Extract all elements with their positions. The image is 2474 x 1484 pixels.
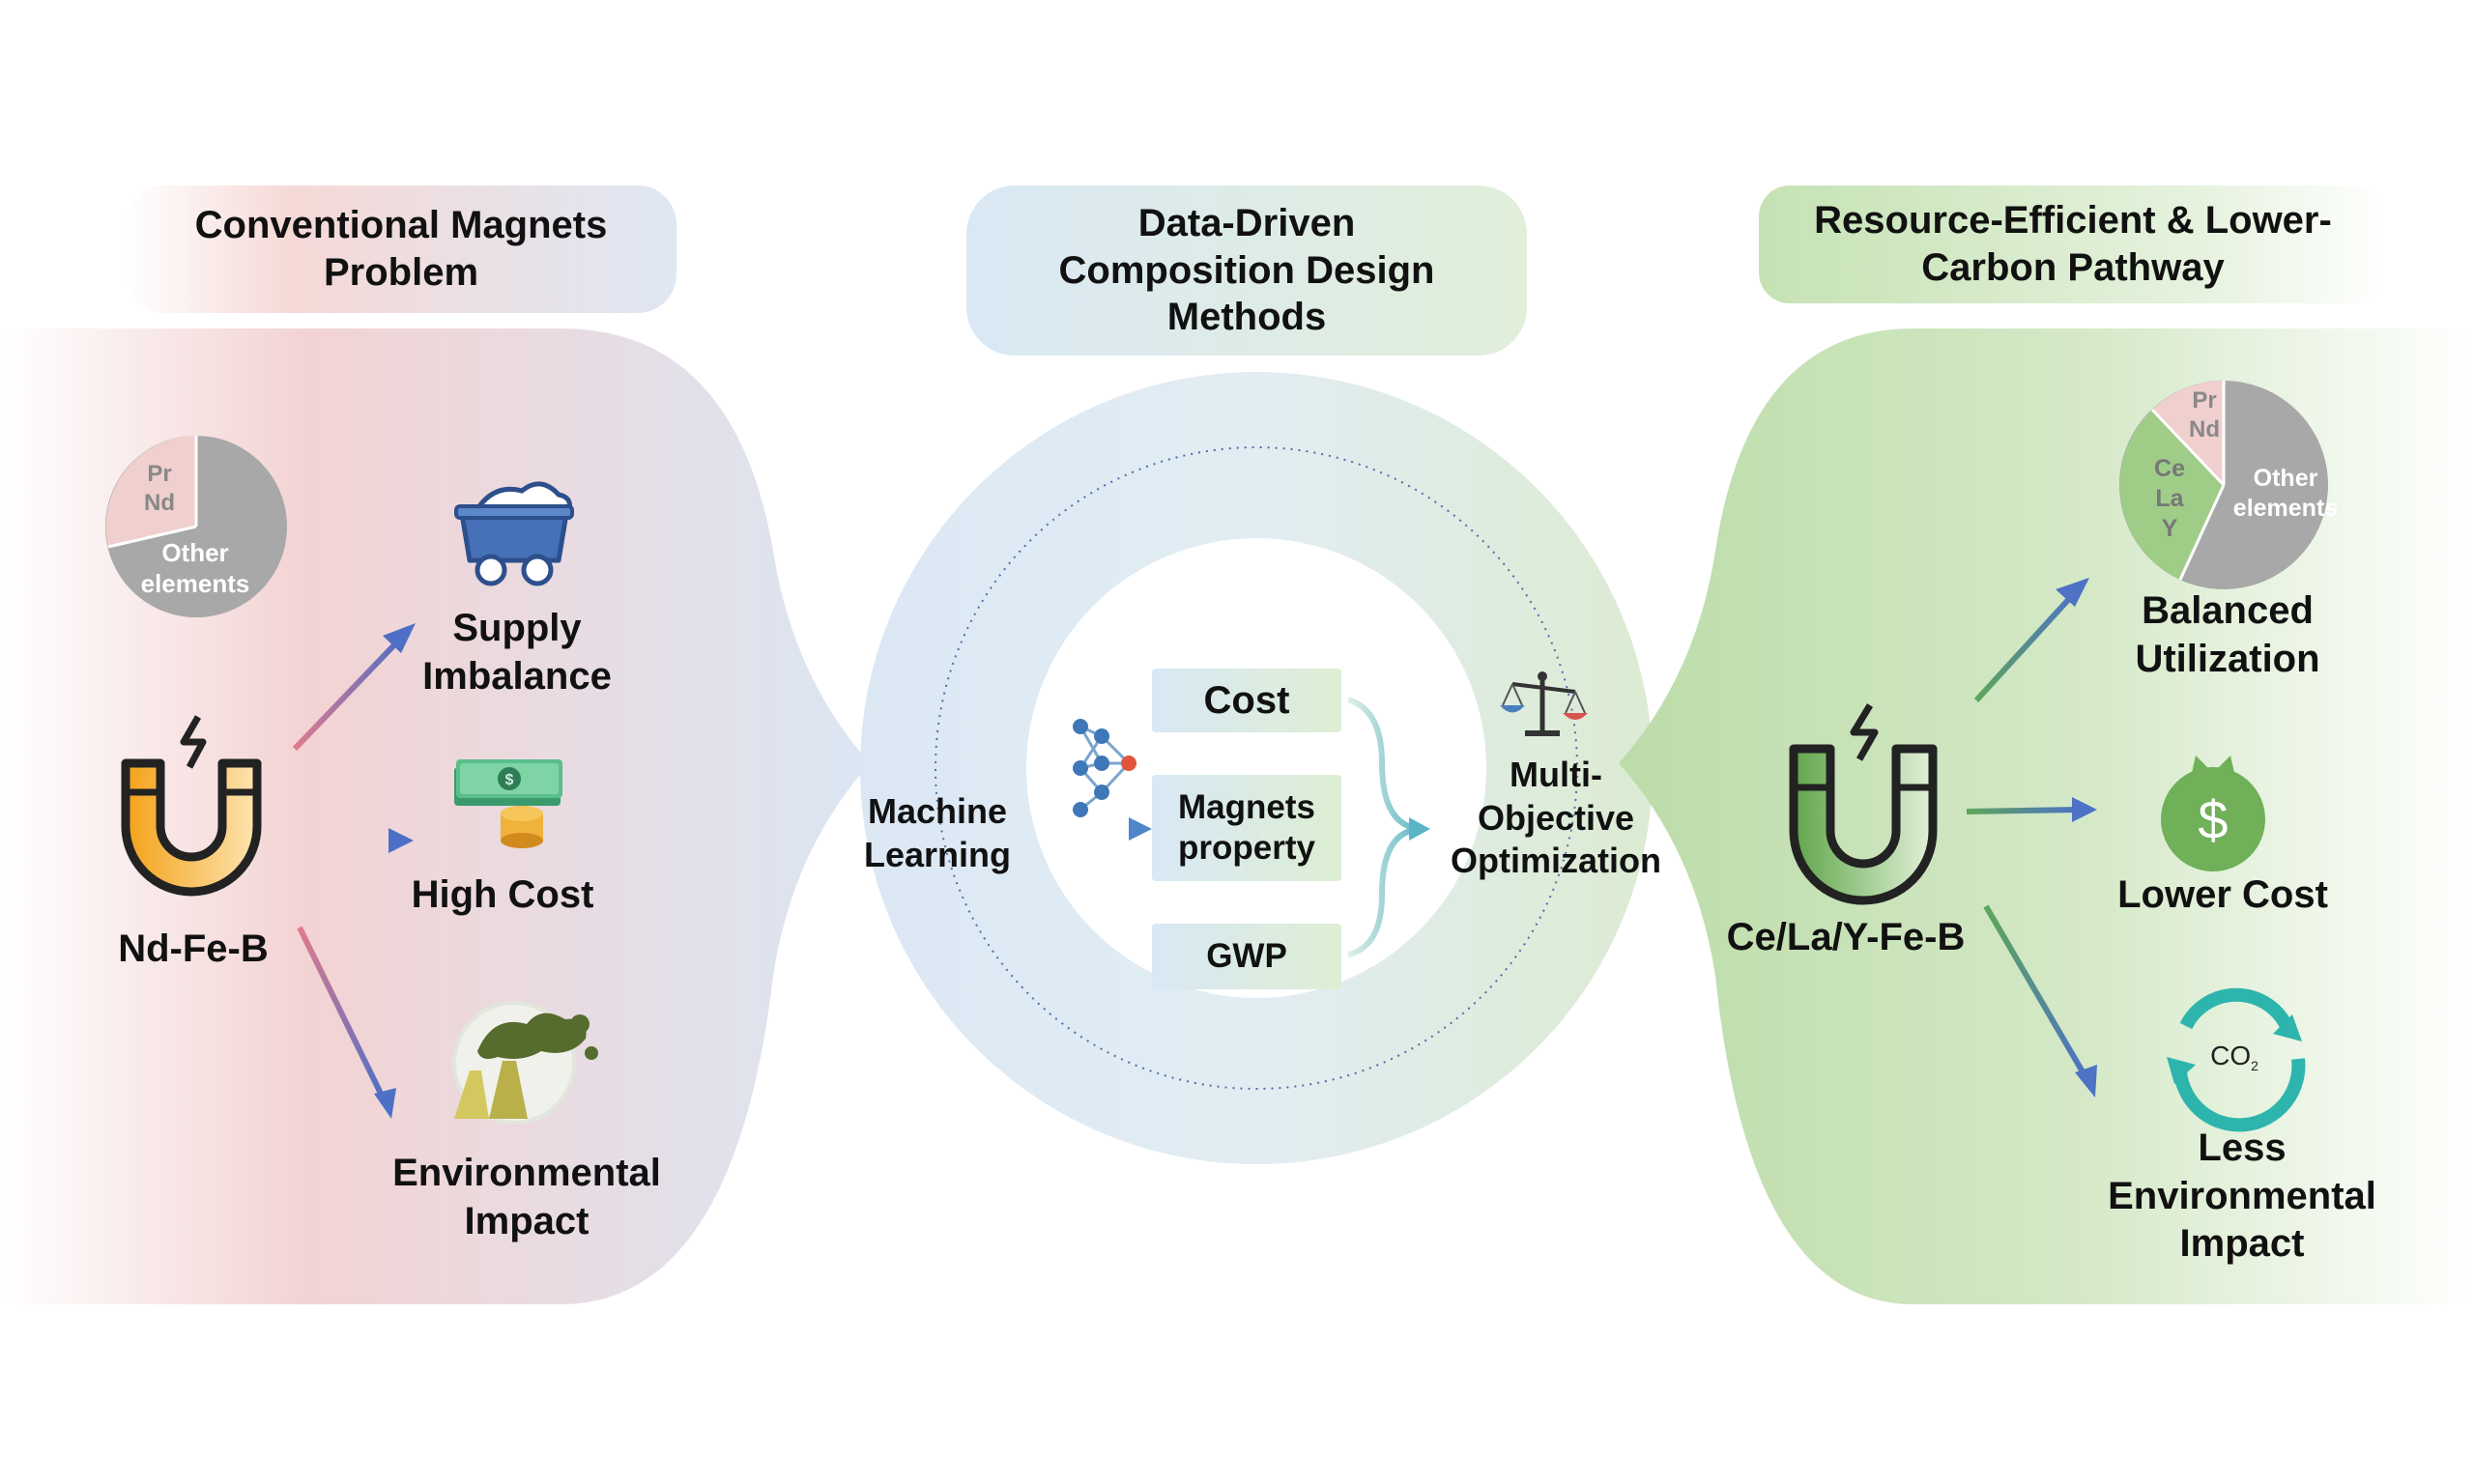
left-pie-prnd-slice (105, 436, 196, 547)
nd-lightning-icon (180, 715, 207, 769)
neural-network-icon (1073, 719, 1136, 817)
celay-lightning-icon (1850, 703, 1879, 761)
supply-imbalance-label: Supply Imbalance (422, 607, 612, 698)
center-header-bg (966, 186, 1527, 356)
svg-text:CO2: CO2 (2210, 1041, 2258, 1073)
ce-la-y-fe-b-label: Ce/La/Y-Fe-B (1726, 916, 1966, 958)
center-dotted-ring (935, 446, 1578, 1090)
mine-cart-icon (454, 481, 574, 586)
right-pie-other-label: Other elements (2232, 465, 2339, 522)
objective-gwp-box: GWP (1152, 924, 1341, 989)
objective-cost-box: Cost (1152, 669, 1341, 732)
multi-objective-optimization-label: Multi- Objective Optimization (1451, 755, 1661, 881)
objective-property-box: Magnets property (1152, 775, 1341, 881)
left-pie-chart (105, 436, 287, 617)
money-bag-dollar: $ (2198, 789, 2228, 850)
less-environmental-impact-label: Less Environmental Impact (2108, 1127, 2376, 1266)
flow-arrowhead (1409, 817, 1430, 841)
right-pie-prnd-slice (2152, 381, 2224, 485)
objective-cost-label: Cost (1203, 679, 1290, 722)
objective-property-label: Magnets property (1178, 788, 1315, 867)
balanced-utilization-label: Balanced Utilization (2135, 589, 2320, 680)
money-bag-icon: $ (2161, 756, 2265, 871)
objective-flow-curves (1346, 697, 1422, 957)
center-inner-circle (1026, 538, 1486, 998)
co2-subscript: 2 (2251, 1058, 2258, 1073)
right-header-text: Resource-Efficient & Lower- Carbon Pathw… (1814, 199, 2332, 289)
left-header-text: Conventional Magnets Problem (194, 204, 608, 294)
environmental-impact-label: Environmental Impact (392, 1152, 661, 1242)
machine-learning-label: Machine Learning (863, 791, 1011, 874)
center-header-text: Data-Driven Composition Design Methods (1058, 201, 1435, 339)
svg-text:$: $ (505, 772, 514, 788)
right-arrows (1966, 578, 2097, 1098)
right-header-bg (1759, 186, 2387, 303)
money-stack-icon: $ (454, 759, 562, 848)
right-pie-celay-label: Ce La Y (2154, 455, 2185, 542)
right-pie-prnd-label: Pr Nd (2189, 387, 2220, 442)
lower-cost-label: Lower Cost (2117, 873, 2328, 916)
pollution-icon (452, 1001, 598, 1125)
nd-fe-b-label: Nd-Fe-B (118, 928, 269, 970)
celay-magnet-icon (1789, 703, 1938, 905)
right-pie-chart (2119, 381, 2328, 589)
right-header: Resource-Efficient & Lower- Carbon Pathw… (1759, 186, 2387, 303)
left-header: Conventional Magnets Problem (126, 186, 676, 313)
left-pie-other-label: Other elements (140, 538, 250, 599)
co2-cycle-icon: CO2 (2167, 987, 2306, 1132)
co2-text: CO (2210, 1041, 2251, 1070)
high-cost-label: High Cost (411, 873, 594, 916)
left-pie-prnd-label: Pr Nd (144, 461, 175, 516)
ml-arrow (1044, 817, 1152, 841)
nd-magnet-icon (121, 715, 262, 897)
left-arrows (292, 623, 416, 1119)
left-header-bg (126, 186, 676, 313)
balance-scale-icon (1500, 671, 1588, 736)
right-pie-celay-slice (2119, 410, 2224, 580)
objective-gwp-label: GWP (1206, 937, 1287, 975)
center-header: Data-Driven Composition Design Methods (966, 186, 1527, 356)
